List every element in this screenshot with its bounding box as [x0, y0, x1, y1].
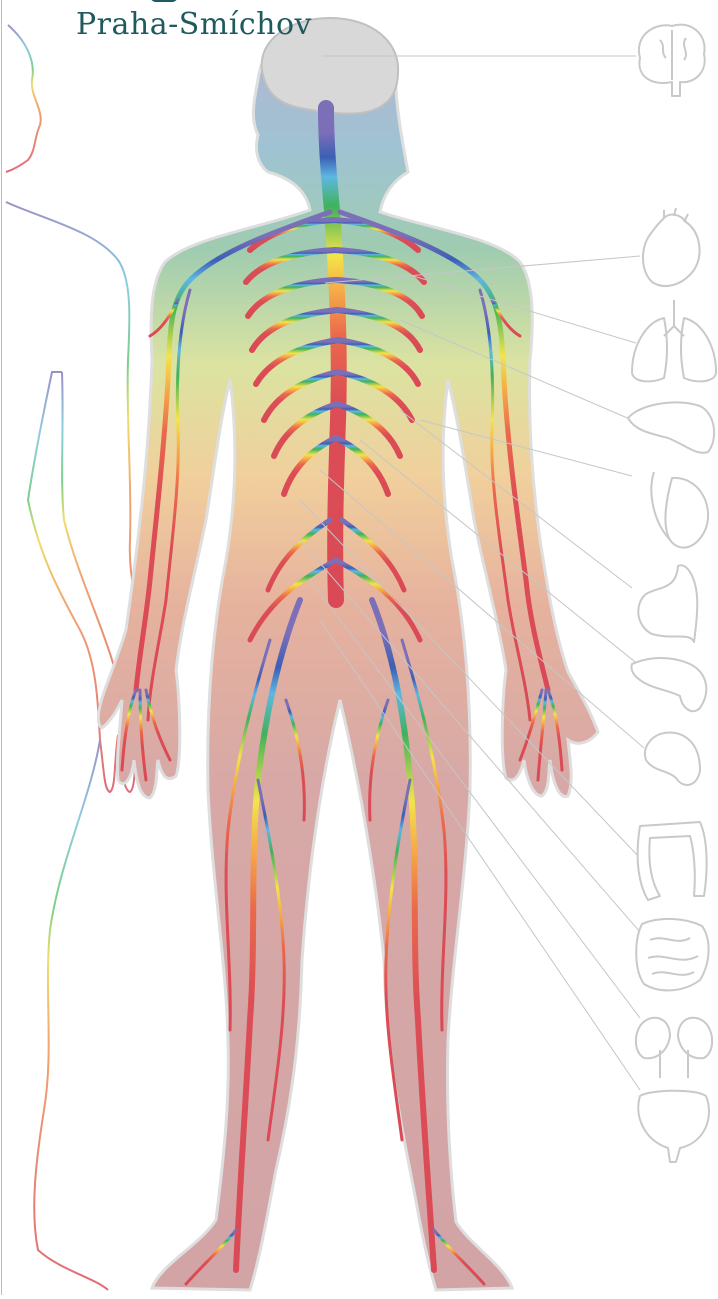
- lungs-icon: [632, 300, 716, 381]
- body-silhouette: [98, 22, 598, 1290]
- liver-icon: [628, 402, 714, 452]
- brain-icon: [639, 25, 705, 96]
- colon-icon: [638, 822, 707, 900]
- heart-icon: [643, 208, 700, 286]
- small-intestine-icon: [636, 919, 708, 990]
- bladder-icon: [638, 1091, 709, 1162]
- kidneys-icon: [636, 1018, 712, 1078]
- page-subtitle: Praha-Smíchov: [76, 10, 312, 40]
- gallbladder-icon: [651, 472, 708, 548]
- pancreas-icon: [631, 658, 706, 711]
- stomach-icon: [638, 565, 697, 642]
- spleen-icon: [645, 733, 700, 785]
- title-fragment: [150, 0, 178, 2]
